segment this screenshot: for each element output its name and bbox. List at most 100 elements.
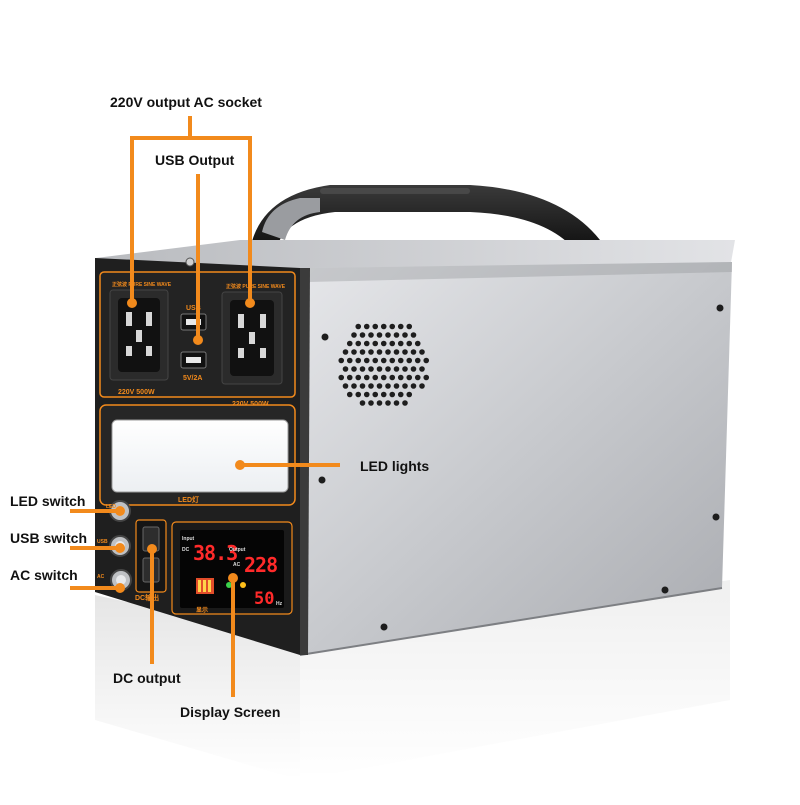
vent-hole — [359, 332, 366, 338]
socket-header-right: 正弦波 PURE SINE WAVE — [226, 283, 286, 290]
vent-hole — [402, 366, 408, 372]
socket-header-left: 正弦波 PURE SINE WAVE — [112, 281, 172, 288]
switch-label-usb: USB — [97, 539, 108, 545]
vent-hole — [419, 366, 425, 372]
vent-hole — [385, 332, 391, 338]
vent-hole — [363, 323, 370, 330]
switch-label-led: LED — [106, 504, 116, 510]
usb-label: USB — [186, 305, 201, 312]
callout-led-lights: LED lights — [360, 458, 430, 474]
vent-hole — [368, 366, 374, 372]
vent-hole — [393, 366, 400, 372]
display-screen — [171, 521, 293, 615]
vent-hole — [372, 357, 379, 364]
led-light-panel — [99, 404, 296, 506]
vent-hole — [359, 366, 366, 372]
vent-hole — [368, 332, 374, 338]
vent-hole — [406, 391, 413, 398]
switch-label-ac: AC — [97, 574, 105, 580]
screen-input-value: 38.3 — [193, 541, 237, 565]
callout-led-switch: LED switch — [10, 493, 86, 509]
vent-hole — [389, 340, 396, 347]
vent-hole — [402, 400, 408, 406]
vent-hole — [351, 366, 357, 372]
vent-hole — [372, 391, 379, 398]
ac-socket-right[interactable] — [221, 291, 283, 385]
vent-hole — [397, 323, 404, 330]
screen-input-label: Input — [182, 536, 195, 542]
callout-lines — [70, 116, 340, 697]
vent-hole — [346, 391, 353, 398]
vent-hole — [368, 400, 374, 406]
vent-hole — [410, 349, 417, 355]
vent-hole — [397, 357, 404, 364]
vent-hole — [380, 391, 387, 398]
screen-output-label: Output — [229, 547, 246, 553]
vent-hole — [363, 374, 370, 381]
vent-hole — [363, 357, 370, 364]
vent-hole — [385, 349, 391, 355]
vent-hole — [385, 383, 391, 389]
screen-freq-unit: Hz — [276, 601, 283, 607]
vent-hole — [406, 357, 413, 364]
vent-hole — [410, 383, 417, 389]
vent-hole — [423, 357, 430, 364]
vent-hole — [368, 349, 374, 355]
vent-hole — [346, 340, 353, 347]
vent-hole — [346, 357, 353, 364]
vent-hole — [351, 332, 357, 338]
callout-usb-output: USB Output — [155, 152, 235, 168]
vent-hole — [402, 349, 408, 355]
vent-hole — [355, 357, 362, 364]
vent-hole — [410, 366, 417, 372]
vent-hole — [393, 349, 400, 355]
screen-output-sub: AC — [233, 562, 241, 568]
vent-hole — [372, 323, 379, 330]
vent-hole — [355, 340, 362, 347]
vent-hole — [389, 357, 396, 364]
usb-rating: 5V/2A — [183, 375, 202, 382]
vent-hole — [376, 349, 383, 355]
usb-port-top[interactable] — [180, 313, 207, 331]
vent-hole — [397, 340, 404, 347]
vent-hole — [406, 340, 413, 347]
vent-hole — [342, 366, 349, 372]
vent-grille — [338, 323, 430, 406]
vent-hole — [414, 374, 421, 381]
vent-hole — [397, 391, 404, 398]
carry-handle — [250, 185, 600, 255]
screen-freq-value: 50 — [254, 589, 274, 609]
callout-ac-switch: AC switch — [10, 567, 78, 583]
vent-hole — [406, 323, 413, 330]
vent-hole — [402, 332, 408, 338]
vent-hole — [355, 374, 362, 381]
vent-hole — [414, 357, 421, 364]
vent-hole — [380, 323, 387, 330]
vent-hole — [406, 374, 413, 381]
callout-dc-output: DC output — [113, 670, 181, 686]
vent-hole — [410, 332, 417, 338]
vent-hole — [380, 374, 387, 381]
vent-hole — [385, 400, 391, 406]
vent-hole — [393, 332, 400, 338]
callout-dots — [115, 298, 255, 593]
vent-hole — [351, 383, 357, 389]
ac-socket-left[interactable] — [109, 289, 169, 381]
vent-hole — [355, 323, 362, 330]
vent-hole — [389, 323, 396, 330]
callout-ac-socket: 220V output AC socket — [110, 94, 262, 110]
vent-hole — [376, 332, 383, 338]
vent-hole — [338, 374, 345, 381]
vent-hole — [397, 374, 404, 381]
vent-hole — [346, 374, 353, 381]
vent-hole — [372, 340, 379, 347]
vent-hole — [359, 383, 366, 389]
usb-port-bottom[interactable] — [180, 351, 207, 369]
socket-caption-left: 220V 500W — [118, 389, 155, 396]
dc-label: DC输出 — [135, 593, 159, 602]
vent-hole — [376, 366, 383, 372]
vent-hole — [423, 374, 430, 381]
vent-hole — [351, 349, 357, 355]
